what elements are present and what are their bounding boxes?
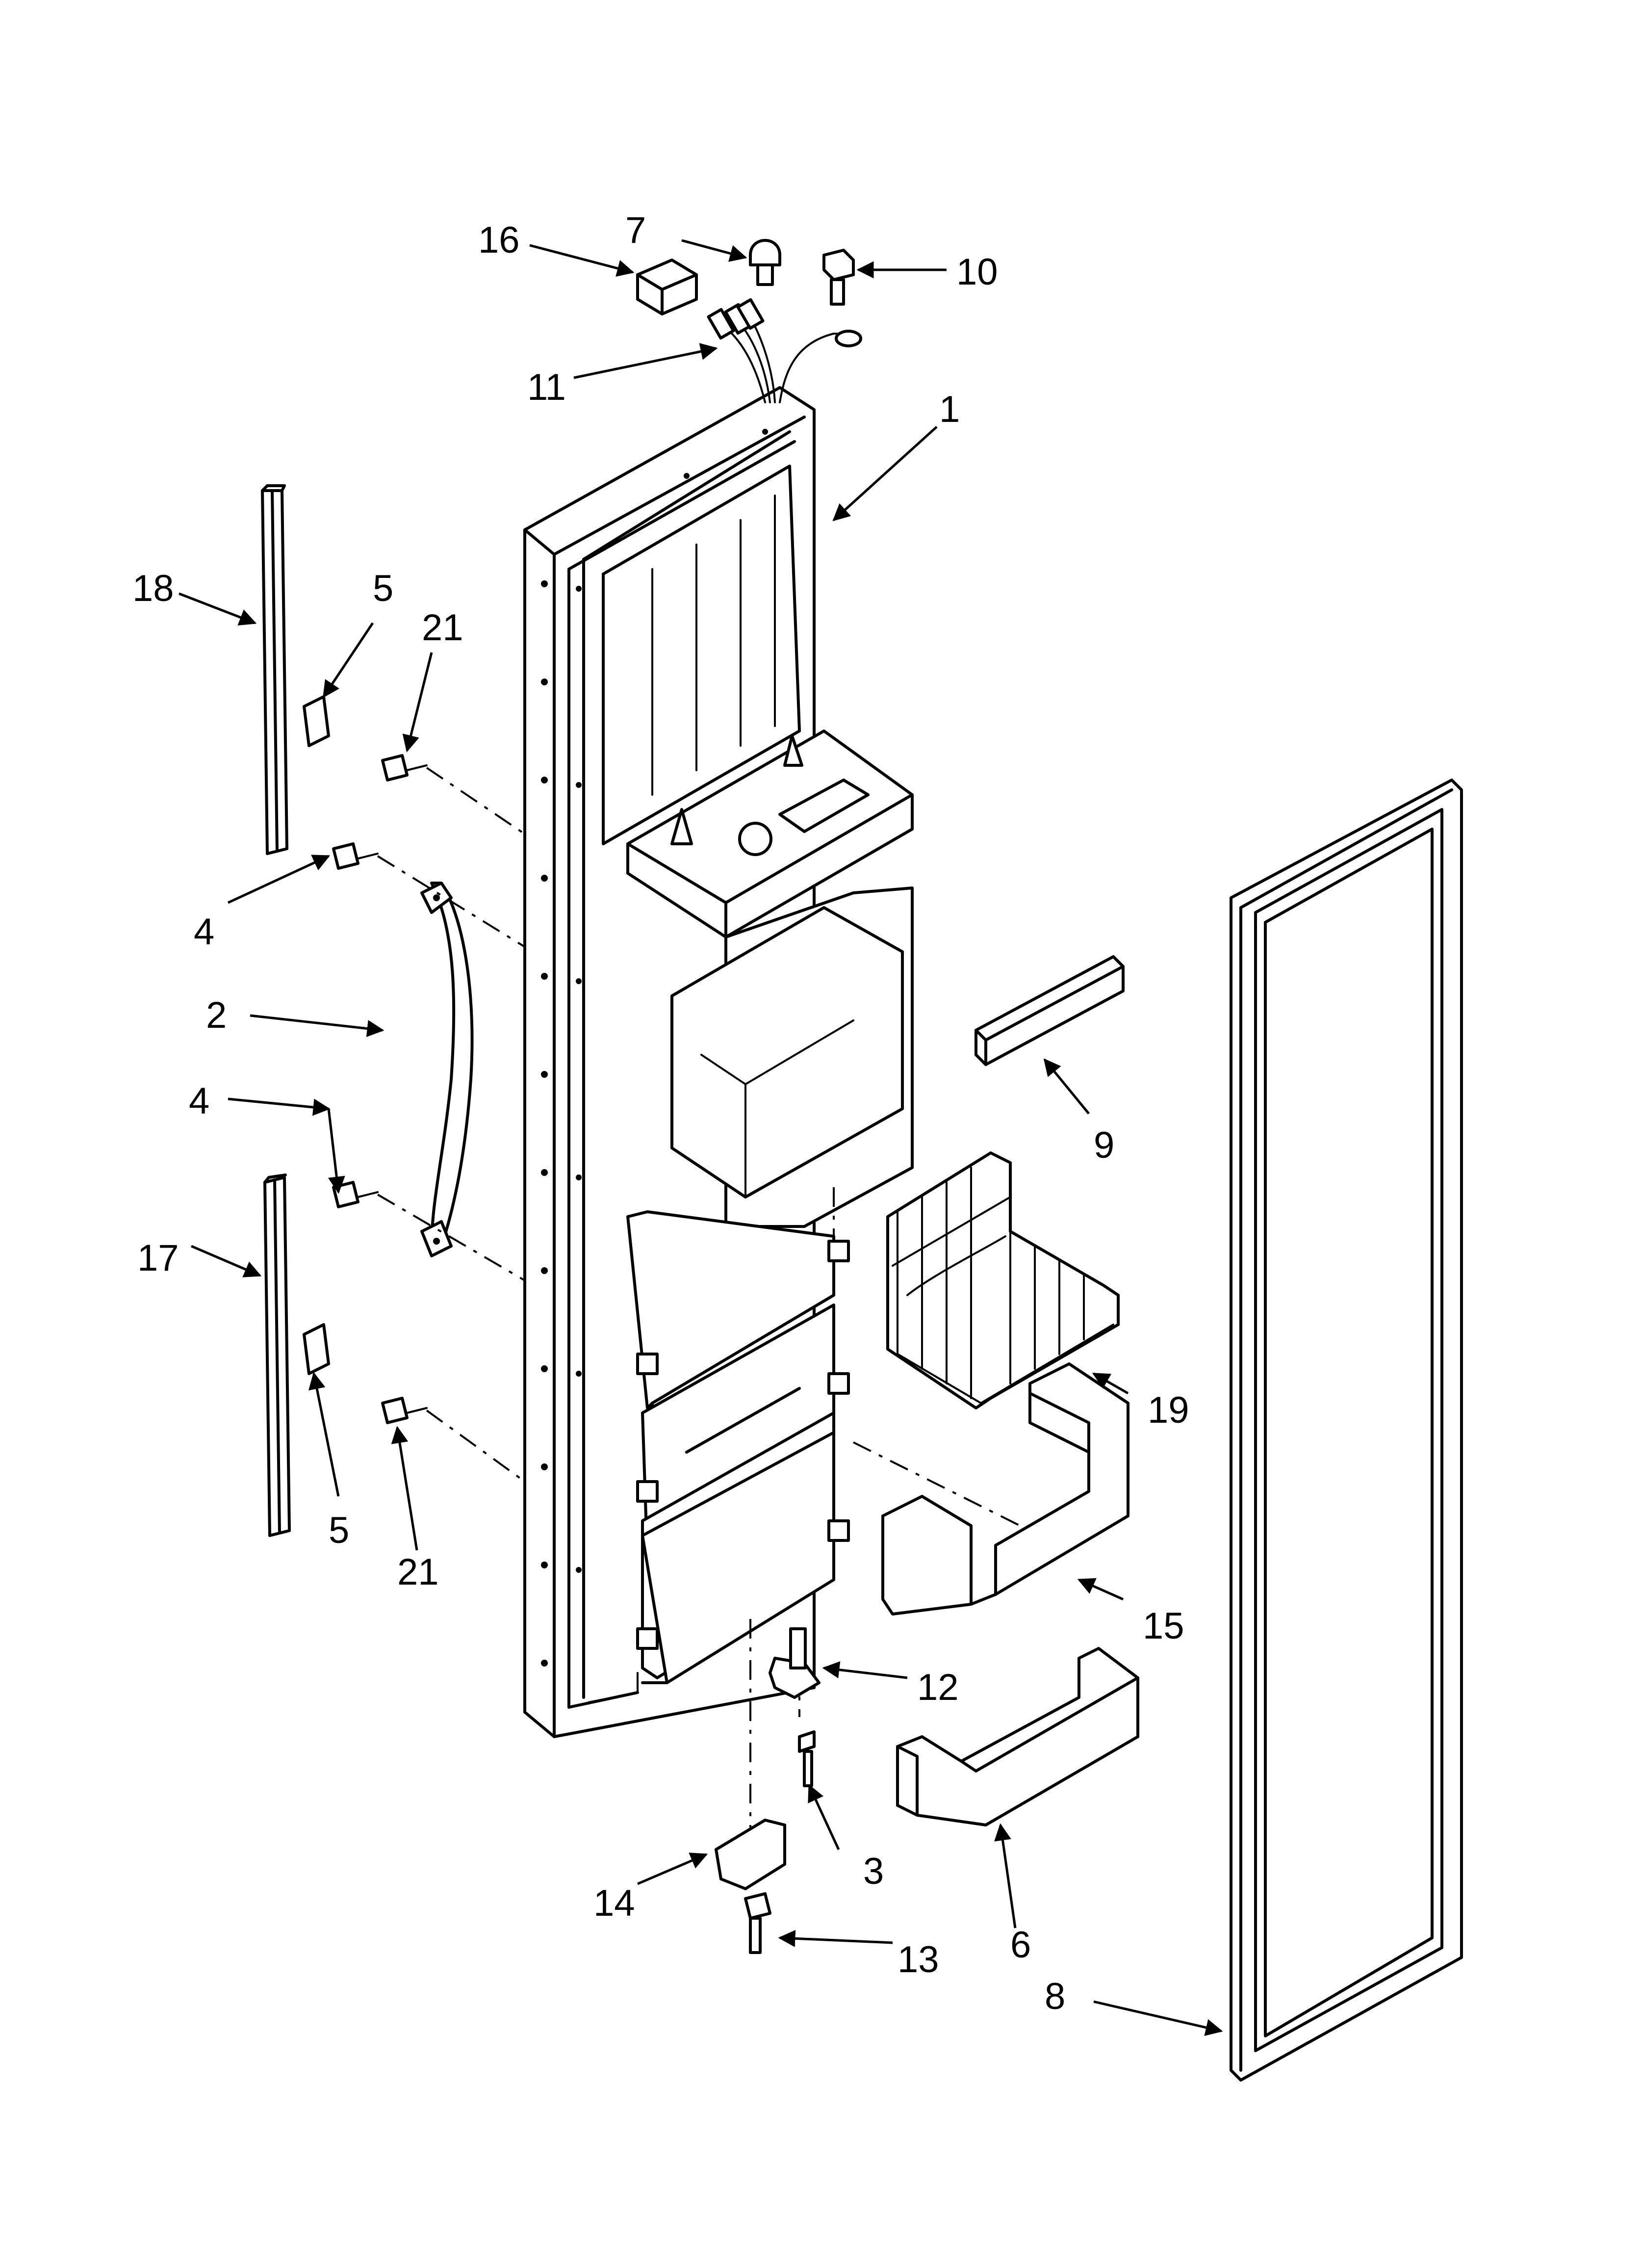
callout-21-top: 21 bbox=[422, 607, 463, 649]
callout-16: 16 bbox=[478, 219, 520, 261]
callout-5-bottom: 5 bbox=[329, 1510, 349, 1551]
handle-trim-top bbox=[261, 484, 288, 855]
callout-3: 3 bbox=[863, 1851, 884, 1892]
callout-2: 2 bbox=[206, 994, 227, 1036]
callout-6: 6 bbox=[1010, 1924, 1031, 1966]
handle-trim-bottom bbox=[263, 1173, 291, 1537]
door-bins bbox=[626, 1210, 850, 1684]
screws-left bbox=[332, 754, 428, 1424]
callout-19: 19 bbox=[1148, 1389, 1189, 1431]
door-shelf bbox=[896, 1647, 1139, 1826]
callout-11: 11 bbox=[527, 366, 566, 408]
callout-21-bottom: 21 bbox=[397, 1551, 439, 1593]
callout-5-top: 5 bbox=[373, 568, 393, 609]
door-handle bbox=[420, 882, 474, 1257]
shelf-retainer bbox=[975, 955, 1125, 1066]
wire-connector bbox=[636, 259, 698, 315]
wire-harness bbox=[707, 298, 862, 403]
alignment-lines bbox=[377, 767, 1021, 1864]
callout-4-bottom: 4 bbox=[189, 1080, 209, 1122]
callout-15: 15 bbox=[1143, 1605, 1184, 1647]
ground-screw bbox=[822, 249, 855, 306]
callout-7: 7 bbox=[625, 209, 646, 251]
door-screw-holes bbox=[541, 429, 768, 1667]
ice-bin-bracket bbox=[881, 1362, 1129, 1616]
callout-18: 18 bbox=[132, 568, 174, 609]
door-panel bbox=[523, 386, 914, 1738]
light-bulb bbox=[749, 239, 781, 286]
callout-8: 8 bbox=[1045, 1976, 1065, 2017]
callout-13: 13 bbox=[898, 1939, 939, 1981]
callout-1: 1 bbox=[939, 389, 960, 430]
gasket bbox=[1230, 779, 1463, 2082]
hinge-assembly bbox=[715, 1627, 821, 1954]
callout-labels: 1 2 3 4 4 5 5 6 7 8 9 10 11 12 13 14 15 … bbox=[132, 209, 1189, 2017]
leader-lines bbox=[179, 239, 1223, 2036]
wire-basket bbox=[886, 1151, 1120, 1409]
callout-9: 9 bbox=[1094, 1124, 1114, 1166]
callout-14: 14 bbox=[593, 1882, 635, 1924]
callout-4-top: 4 bbox=[194, 911, 214, 953]
trim-clips bbox=[303, 695, 330, 1375]
callout-17: 17 bbox=[137, 1237, 179, 1279]
callout-12: 12 bbox=[917, 1667, 959, 1708]
callout-10: 10 bbox=[956, 251, 998, 293]
